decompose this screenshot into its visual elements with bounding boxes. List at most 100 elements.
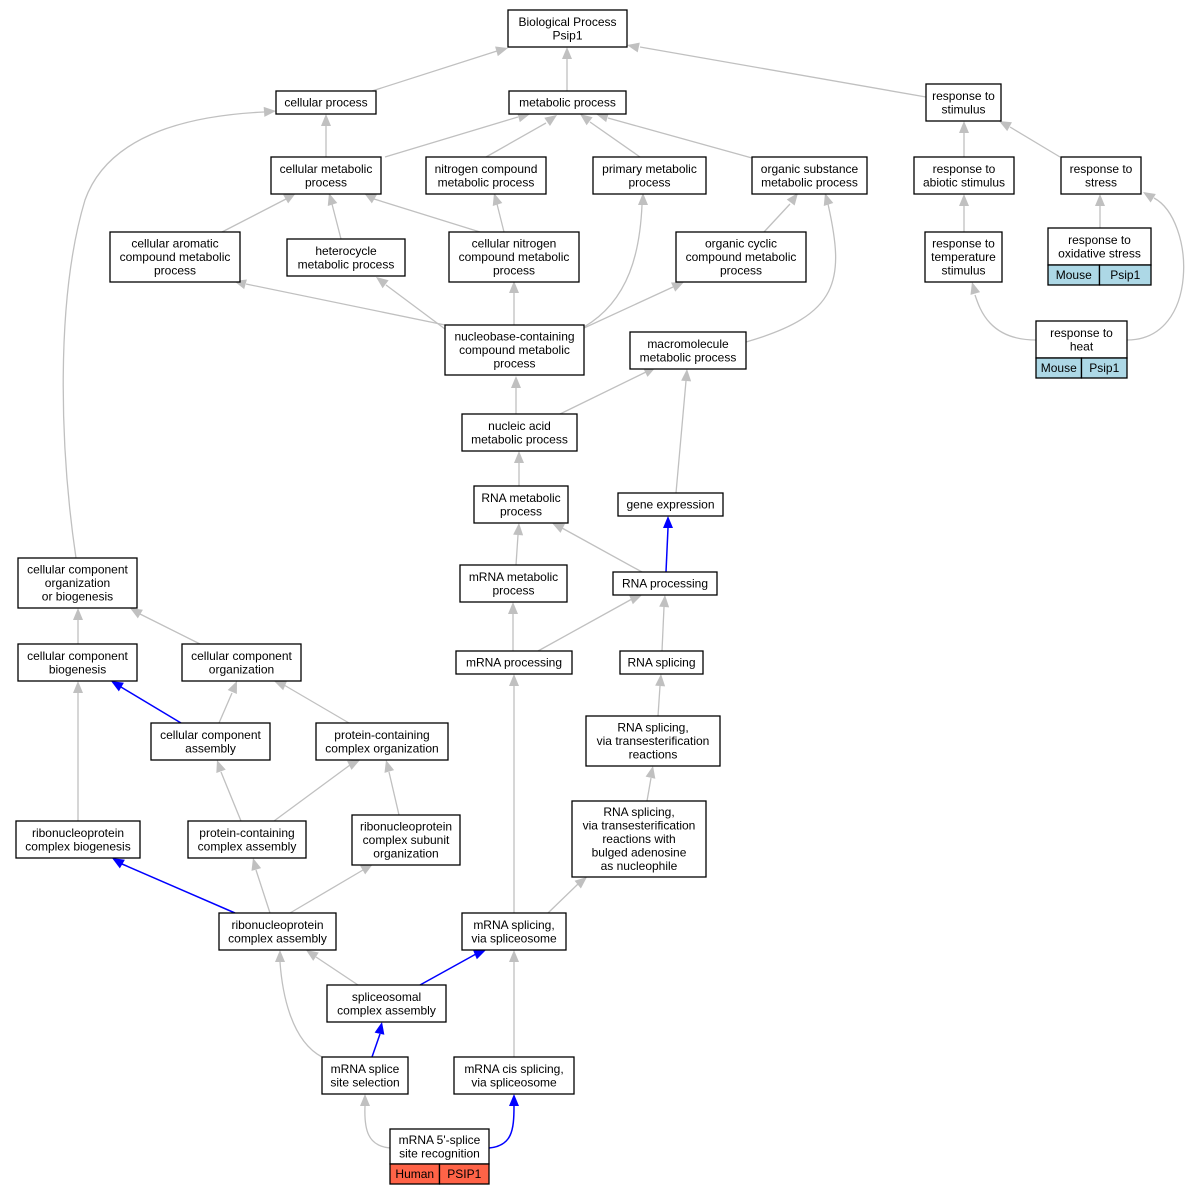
go-term-label: via spliceosome (471, 931, 557, 945)
go-term-label: process (154, 264, 196, 278)
annotation-cell (1098, 264, 1152, 286)
go-term-label: mRNA splicing, (473, 918, 554, 932)
is-a-edge (583, 282, 684, 329)
go-term-label: complex biogenesis (25, 839, 130, 853)
is-a-edge (514, 451, 524, 486)
go-term-label: nucleic acid (488, 419, 551, 433)
is-a-edge (511, 376, 521, 414)
go-term-label: reactions with (602, 832, 675, 846)
go-term-label: via transesterification (583, 819, 696, 833)
go-term-node[interactable]: cellular process (275, 90, 377, 115)
go-term-label: compound metabolic (686, 250, 797, 264)
go-term-label: response to (1050, 326, 1113, 340)
go-term-node[interactable]: RNA splicing,via transesterificationreac… (571, 800, 707, 878)
go-term-label: ribonucleoprotein (231, 918, 323, 932)
is-a-edge (221, 193, 296, 233)
go-term-label: metabolic process (761, 175, 858, 189)
is-a-edge (959, 121, 969, 157)
go-term-label: heat (1070, 339, 1094, 353)
is-a-edge (547, 877, 587, 914)
go-term-label: complex assembly (337, 1003, 436, 1017)
highlight-edge (371, 1022, 385, 1058)
go-term-label: response to (1070, 162, 1133, 176)
go-term-label: cellular component (160, 728, 261, 742)
go-term-label: metabolic process (298, 257, 395, 271)
go-term-label: mRNA 5'-splice (399, 1133, 481, 1147)
go-term-node[interactable]: RNA splicing (619, 650, 704, 675)
go-term-label: organization (45, 576, 110, 590)
highlight-edge (488, 1094, 519, 1149)
go-term-node[interactable]: mRNA processing (455, 650, 573, 675)
go-term-label: Biological Process (518, 15, 616, 29)
go-term-label: protein-containing (334, 728, 429, 742)
go-term-node[interactable]: mRNA cis splicing,via spliceosome (453, 1056, 575, 1095)
go-term-node[interactable]: mRNA splicing,via spliceosome (461, 912, 567, 951)
go-term-label: cellular component (191, 649, 292, 663)
go-term-label: RNA splicing, (603, 805, 674, 819)
edges-layer (62, 42, 1185, 1149)
is-a-edge (273, 760, 360, 822)
go-term-node[interactable]: RNA splicing,via transesterificationreac… (585, 715, 721, 767)
go-term-label: process (720, 264, 762, 278)
is-a-edge (580, 114, 641, 158)
go-term-label: organic substance (761, 162, 859, 176)
go-term-node[interactable]: gene expression (617, 492, 724, 517)
is-a-edge (360, 1094, 391, 1149)
go-term-label: metabolic process (438, 175, 535, 189)
is-a-edge (508, 602, 518, 651)
go-term-label: complex subunit (363, 833, 450, 847)
is-a-edge (492, 193, 505, 233)
annotation-label: Psip1 (1110, 268, 1140, 282)
go-term-label: biogenesis (49, 662, 106, 676)
is-a-edge (763, 193, 798, 233)
is-a-edge (485, 115, 557, 158)
annotation-label: PSIP1 (447, 1167, 481, 1181)
go-term-node[interactable]: RNA processing (612, 571, 718, 596)
is-a-edge (1126, 192, 1185, 341)
is-a-edge (321, 114, 331, 157)
is-a-edge (218, 681, 237, 724)
highlight-edge (419, 950, 486, 986)
is-a-edge (999, 121, 1061, 158)
is-a-edge (327, 193, 342, 240)
go-term-node[interactable]: metabolic process (508, 90, 627, 115)
go-term-label: mRNA metabolic (469, 570, 558, 584)
is-a-edge (509, 950, 519, 1057)
is-a-edge (745, 193, 837, 343)
go-term-label: temperature (931, 250, 996, 264)
go-term-label: RNA processing (622, 577, 708, 591)
